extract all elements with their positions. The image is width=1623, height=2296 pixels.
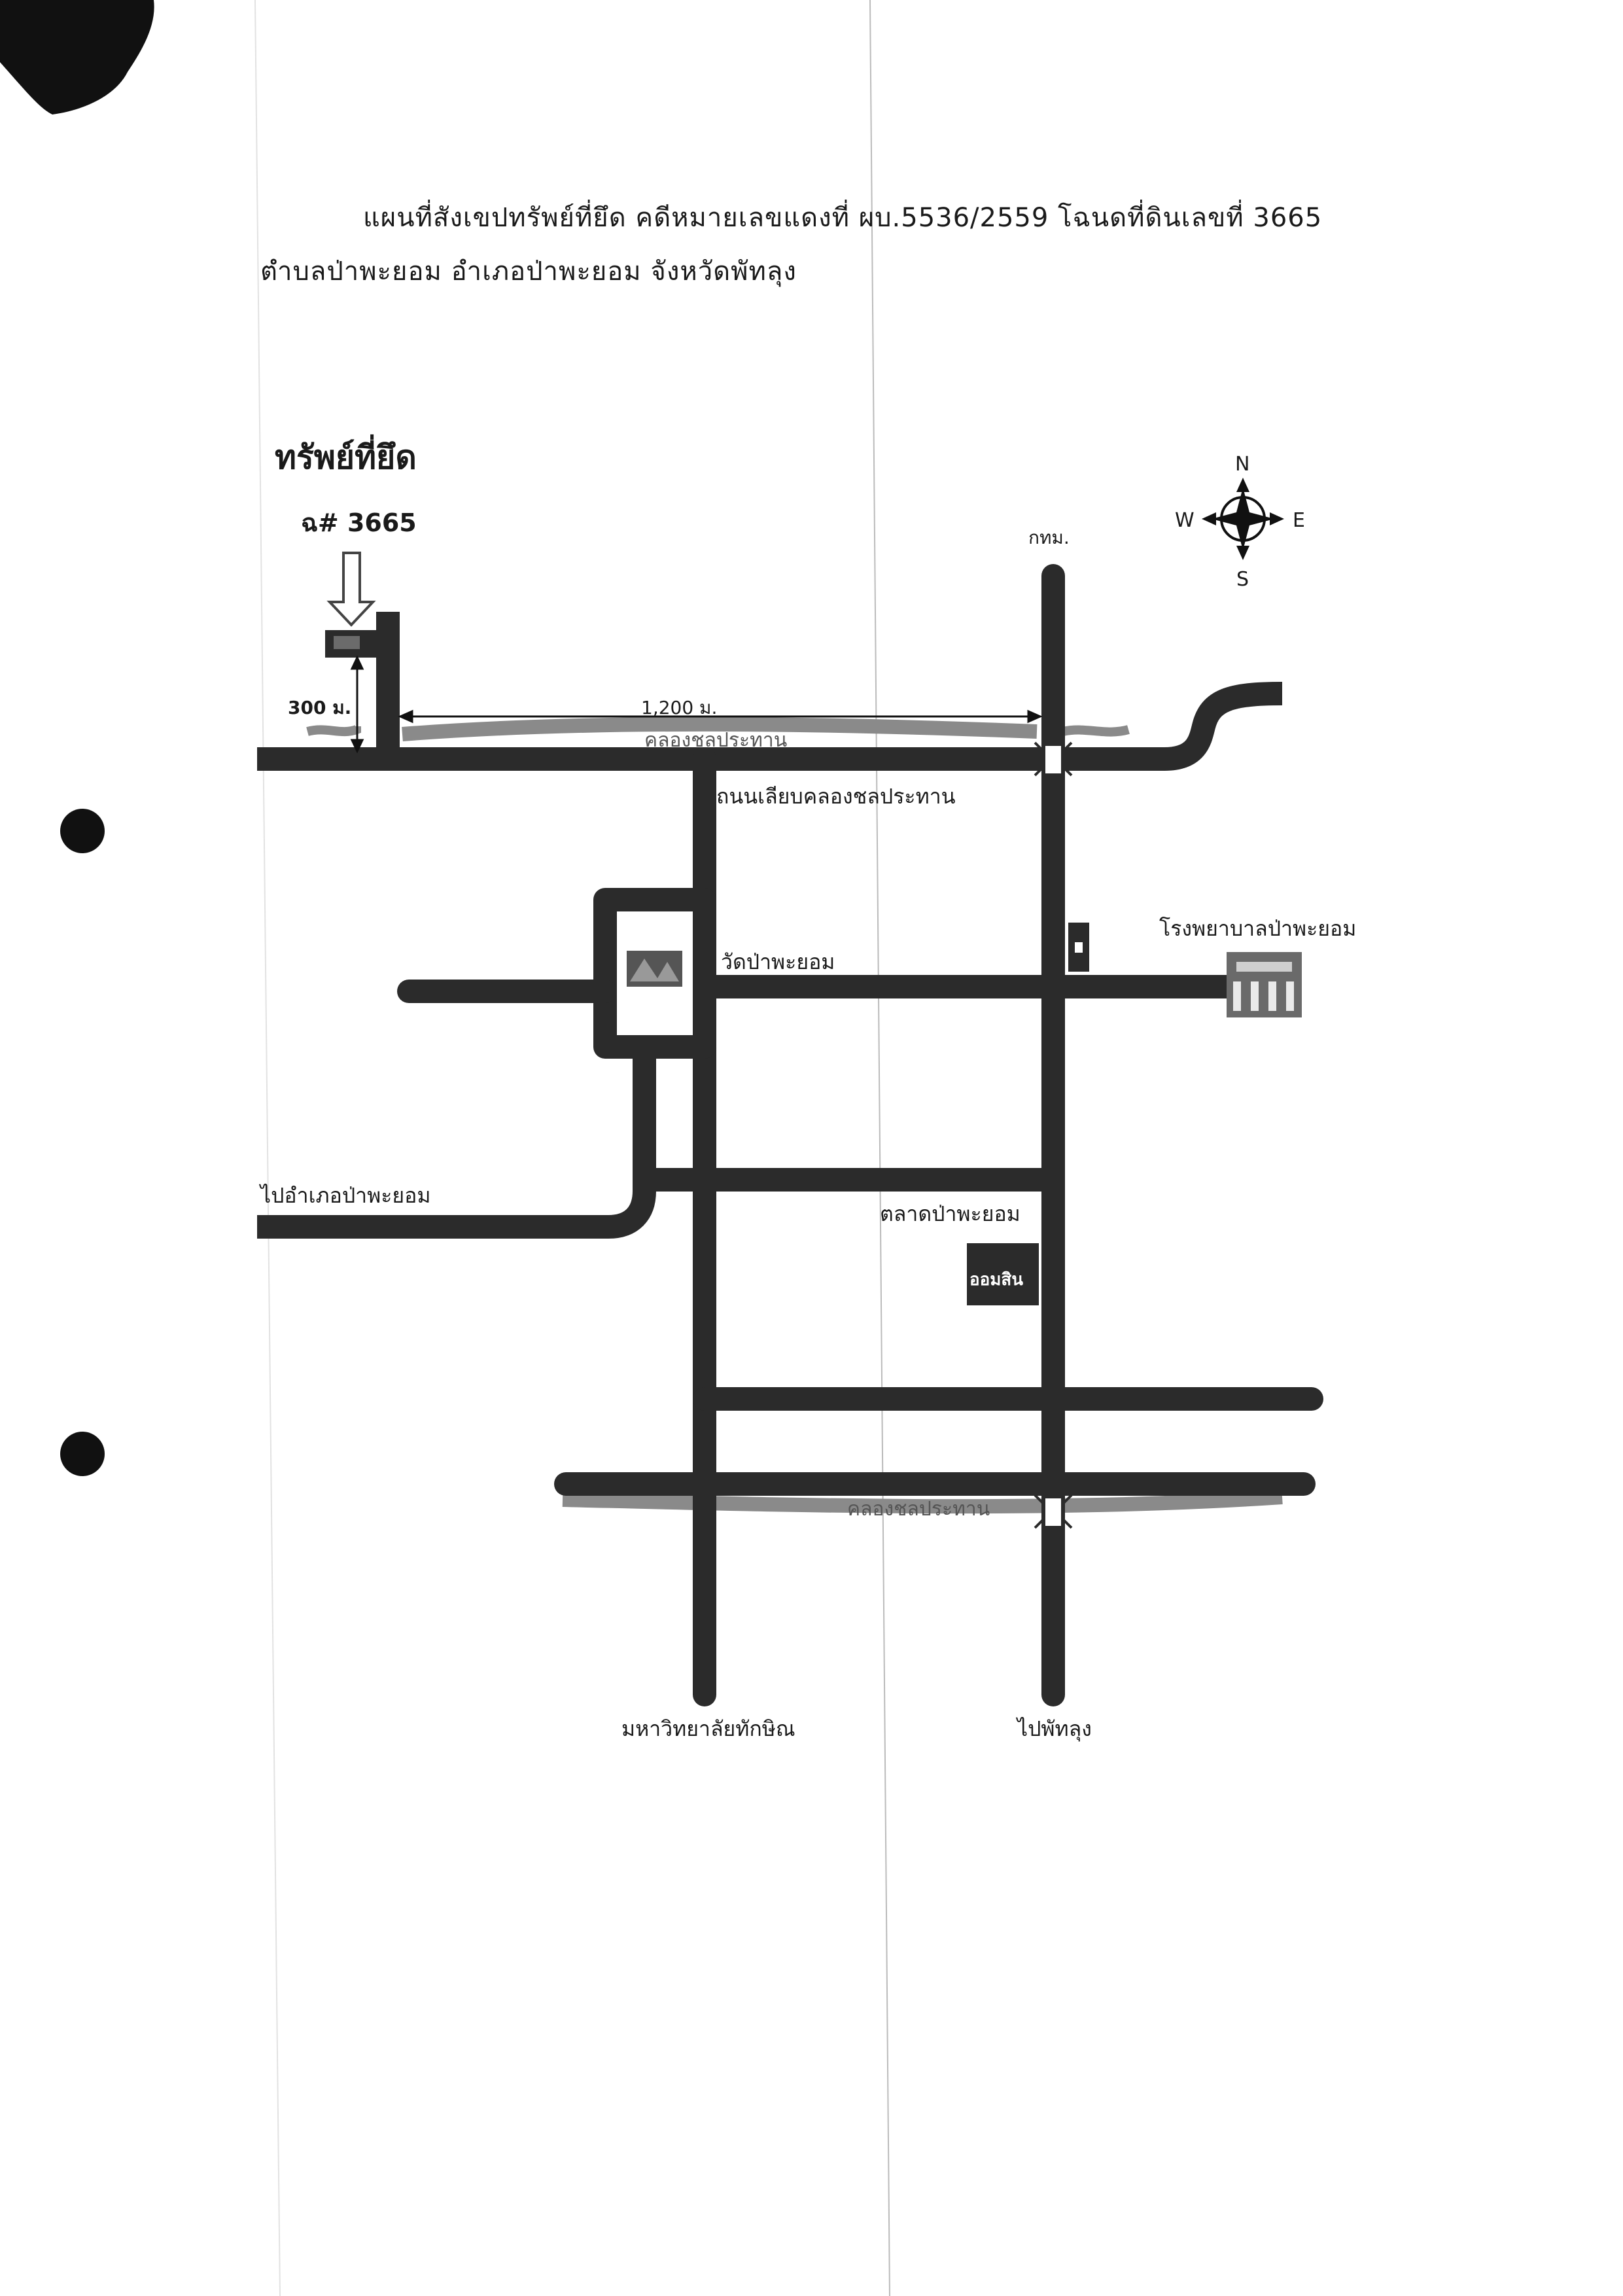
bridge-upper	[1034, 741, 1073, 777]
road-to-district	[257, 1047, 656, 1239]
label-to-district: ไปอำเภอป่าพะยอม	[260, 1183, 431, 1208]
dimension-span	[398, 709, 1043, 724]
compass-south: S	[1236, 568, 1249, 591]
ink-blot	[0, 0, 154, 115]
compass-west: W	[1175, 509, 1195, 532]
label-university: มหาวิทยาลัยทักษิณ	[621, 1716, 795, 1741]
bridge-lower	[1034, 1494, 1073, 1529]
fold-line	[869, 0, 890, 2296]
property-arrow-icon	[326, 552, 376, 627]
canal-upper-right	[1062, 725, 1130, 737]
dimension-offset	[350, 655, 364, 754]
label-hospital: โรงพยาบาลป่าพะยอม	[1159, 916, 1357, 941]
road-canal-curve-east	[1164, 682, 1283, 771]
compass-north: N	[1235, 453, 1250, 476]
compass-east: E	[1293, 509, 1305, 532]
punch-hole-top	[60, 809, 105, 853]
label-canal-lower: คลองชลประทาน	[847, 1498, 990, 1521]
map-title-line-2: ตำบลป่าพะยอม อำเภอป่าพะยอม จังหวัดพัทลุง	[260, 256, 797, 287]
compass-rose-icon	[1202, 478, 1284, 560]
canal-upper-left	[306, 725, 361, 737]
hospital-icon	[1227, 952, 1302, 1017]
canal-lower	[562, 1490, 1283, 1514]
margin-line	[254, 0, 281, 2296]
label-canal-upper: คลองชลประทาน	[644, 729, 788, 752]
label-temple: วัดป่าพะยอม	[721, 949, 835, 974]
property-heading: ทรัพย์ที่ยึด	[275, 438, 417, 476]
market-sign-text: ออมสิน	[969, 1270, 1024, 1290]
canal-upper	[402, 716, 1038, 741]
deed-number: ฉ# 3665	[301, 508, 417, 537]
label-to-phatthalung: ไปพัทลุง	[1017, 1716, 1092, 1741]
distance-offset-label: 300 ม.	[288, 697, 352, 718]
label-bangkok: กทม.	[1028, 527, 1070, 548]
map-title-line-1: แผนที่สังเขปทรัพย์ที่ยึด คดีหมายเลขแดงที…	[363, 203, 1323, 233]
market-sign-icon	[967, 1243, 1039, 1305]
label-canal-road: ถนนเลียบคลองชลประทาน	[716, 784, 956, 809]
label-market: ตลาดป่าพะยอม	[880, 1201, 1021, 1226]
distance-span-label: 1,200 ม.	[641, 697, 718, 718]
punch-hole-bottom	[60, 1432, 105, 1476]
